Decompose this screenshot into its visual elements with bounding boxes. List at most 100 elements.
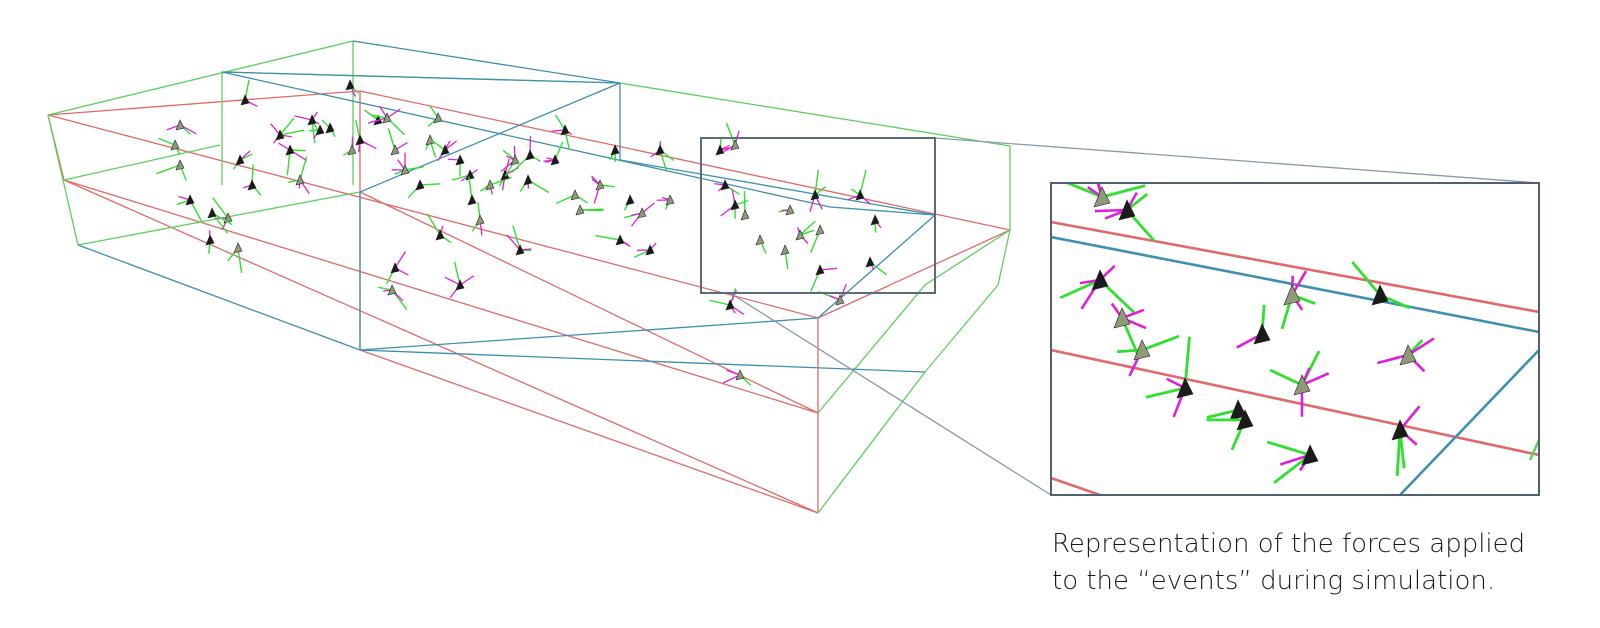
cone-event-icon [1093,186,1111,208]
inset-edge-red [1051,476,1101,495]
event-marker [240,79,258,108]
cone-event-icon [345,79,355,91]
event-marker [387,128,408,156]
event-marker [227,242,243,273]
force-vector-green [426,213,441,236]
cone-event-icon [355,134,365,146]
cone-event-icon [1113,307,1131,329]
cone-event-icon [175,159,185,171]
event-marker [367,105,406,136]
force-vector-magenta [1301,372,1330,387]
box-edge-green [47,40,354,116]
force-vector-green [404,166,424,171]
event-marker [1206,409,1254,451]
force-vector-green [279,117,295,136]
force-vector-green [512,225,521,251]
zoom-callout [700,137,1540,496]
cone-event-icon [390,262,400,274]
box-edge-green [63,144,221,181]
cone-event-icon [347,144,357,156]
force-vector-green [579,208,604,211]
event-marker [444,261,475,298]
cone-event-icon [207,207,217,219]
cone-event-icon [170,139,180,151]
box-edge-red [63,179,819,414]
event-marker [479,176,512,195]
event-marker [270,117,305,144]
cone-event-icon [390,144,400,156]
cone-event-icon [735,369,745,381]
force-vector-magenta [506,234,521,251]
box-edge-blue [221,71,831,208]
event-marker [451,169,478,182]
event-marker [810,224,825,254]
cone-event-icon [755,234,765,246]
cone-event-icon [550,154,560,166]
event-marker [156,159,187,181]
force-vector-magenta [394,251,407,269]
event-marker [427,106,443,127]
cone-event-icon [235,154,245,166]
force-vector-green [451,174,471,181]
event-marker [519,174,550,194]
event-marker [656,194,675,210]
cone-event-icon [645,244,655,256]
box-edge-green [924,284,999,373]
cone-event-icon [720,179,730,191]
cone-event-icon [295,174,305,186]
cone-event-icon [325,122,335,134]
cone-event-icon [715,144,725,156]
cone-event-icon [1399,344,1417,366]
box-edge-green [47,114,79,246]
event-marker [1377,337,1435,373]
force-vector-green [158,137,176,146]
event-marker [294,111,320,144]
event-marker [575,204,604,216]
zoom-connector-top [934,137,1540,184]
cone-event-icon [455,154,465,166]
box-edge-blue [619,159,936,216]
event-marker [1145,336,1194,418]
force-vector-green [453,261,461,286]
cone-event-icon [1133,339,1151,361]
event-marker [342,136,357,156]
cone-event-icon [1229,399,1247,421]
event-marker [205,230,215,254]
force-vector-green [431,139,446,151]
event-marker [321,119,336,137]
force-vector-magenta [278,142,291,151]
zoom-inset-content [1051,183,1539,495]
event-marker [551,114,573,150]
box-edge-blue [352,40,621,84]
force-vector-green [299,156,308,181]
cone-event-icon [560,124,570,136]
cone-event-icon [1176,377,1194,399]
event-marker [1266,440,1319,484]
inset-edge-blue [1051,235,1539,334]
figure-caption: Representation of the forces applied to … [1052,526,1592,600]
event-marker [650,141,675,171]
cone-event-icon [1118,199,1136,221]
cone-event-icon [1371,284,1389,306]
cone-event-icon [625,194,635,206]
box-edge-green [997,229,1011,286]
force-vector-magenta [641,202,655,214]
event-marker [1206,399,1247,421]
event-marker [212,197,233,231]
cone-event-icon [615,234,625,246]
event-marker [555,189,589,205]
cone-event-icon [175,119,185,131]
event-marker [431,139,458,162]
cone-event-icon [865,256,875,268]
event-marker [795,220,816,245]
event-marker [755,234,767,254]
inset-edge-blue [1399,349,1539,495]
cone-event-icon [382,112,392,124]
force-vector-magenta [459,275,475,286]
force-vector-green [419,183,441,186]
event-marker [500,145,520,177]
cone-event-icon [740,209,750,221]
event-marker [498,158,519,191]
box-edge-blue [829,206,936,216]
cone-event-icon [835,294,845,306]
